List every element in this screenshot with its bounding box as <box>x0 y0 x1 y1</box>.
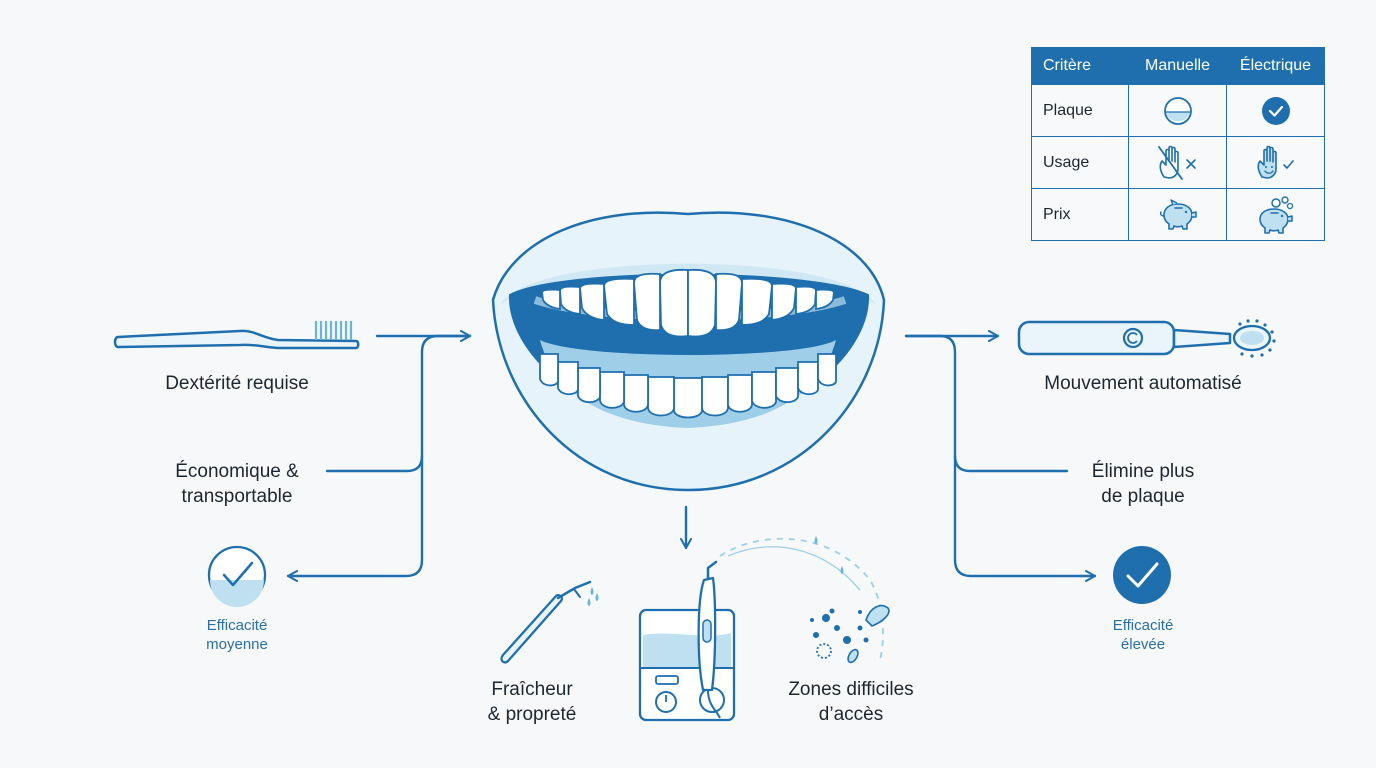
row-label-plaque: Plaque <box>1031 84 1129 137</box>
interdental-pick-icon <box>500 580 599 664</box>
automated-motion-label: Mouvement automatisé <box>1044 373 1242 394</box>
medium-efficacy-icon <box>207 545 267 607</box>
electric-toothbrush-icon <box>1017 319 1276 358</box>
half-filled-circle-icon <box>1163 96 1192 125</box>
lower-teeth <box>539 353 837 419</box>
cell-manual-price <box>1128 188 1227 241</box>
dexterity-label: Dextérité requise <box>165 373 309 394</box>
table-header-row: Critère Manuelle Électrique <box>1031 47 1325 85</box>
row-label-usage: Usage <box>1031 136 1129 189</box>
piggy-bank-icon <box>1159 198 1197 230</box>
mouth-illustration <box>491 211 886 492</box>
cell-manual-plaque <box>1128 84 1227 137</box>
hard-to-reach-label: Zones difficiles d’accès <box>788 679 914 725</box>
medium-efficacy-label: Efficacité moyenne <box>206 617 268 653</box>
check-circle-icon <box>1261 96 1290 125</box>
header-manual: Manuelle <box>1128 47 1227 85</box>
header-criterion: Critère <box>1031 47 1129 85</box>
header-electric: Électrique <box>1226 47 1325 85</box>
high-efficacy-label: Efficacité élevée <box>1112 617 1174 653</box>
table-row: Usage <box>1031 136 1325 189</box>
more-plaque-label: Élimine plus de plaque <box>1091 461 1195 507</box>
row-label-price: Prix <box>1031 188 1129 241</box>
piggy-bank-coins-icon <box>1258 195 1293 234</box>
table-row: Plaque <box>1031 84 1325 137</box>
cell-electric-price <box>1226 188 1325 241</box>
upper-teeth <box>541 268 835 338</box>
smiling-hand-check-icon <box>1256 145 1294 179</box>
manual-toothbrush-icon <box>113 321 360 350</box>
crossed-hand-icon <box>1157 145 1196 180</box>
connector-lines <box>286 330 1097 582</box>
freshness-label: Fraîcheur & propreté <box>487 679 577 725</box>
high-efficacy-icon <box>1113 546 1171 604</box>
cell-manual-usage <box>1128 136 1227 189</box>
bacteria-icon <box>810 604 890 664</box>
economy-label: Économique & transportable <box>175 461 299 507</box>
table-row: Prix <box>1031 188 1325 241</box>
comparison-table: Critère Manuelle Électrique Plaque <box>1031 47 1325 241</box>
cell-electric-usage <box>1226 136 1325 189</box>
water-flosser-icon <box>638 536 884 722</box>
cell-electric-plaque <box>1226 84 1325 137</box>
